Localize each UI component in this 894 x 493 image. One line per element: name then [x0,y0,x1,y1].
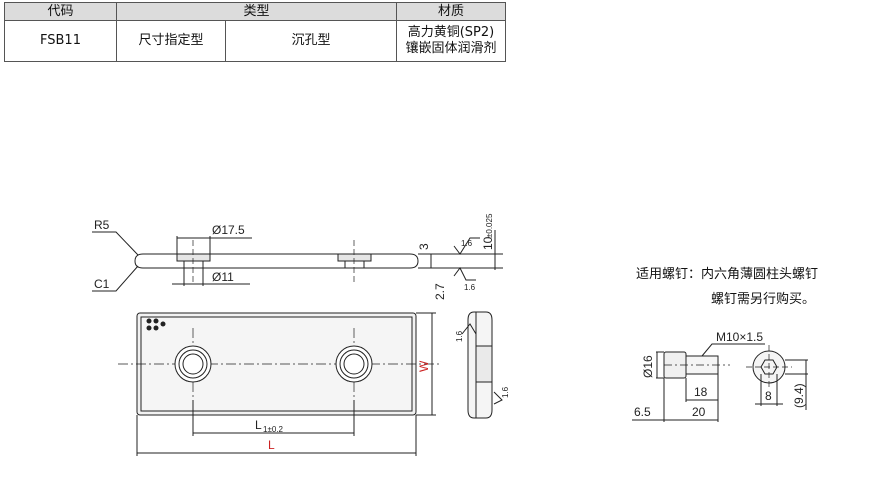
label-total-len: 20 [692,405,706,419]
cell-type-counterbore: 沉孔型 [225,20,397,62]
label-thread: M10×1.5 [716,330,763,344]
label-c1: C1 [94,277,110,291]
label-thread-len: 18 [694,385,708,399]
label-roughness-bottom: 1.6 [464,283,476,292]
cell-material: 高力黄铜(SP2) 镶嵌固体润滑剂 [396,20,506,62]
side-view-plate [134,253,419,269]
label-pitch-tol: 1±0.2 [263,425,284,434]
label-roughness-side: 1.6 [455,330,464,342]
label-dim-27: 2.7 [433,283,447,300]
label-dia-head: Ø16 [641,355,655,378]
label-hex: 8 [765,389,772,403]
material-line1: 高力黄铜(SP2) [407,25,495,40]
screw-note-line1: 适用螺钉：内六角薄圆柱头螺钉 [636,267,819,282]
side-counterbore-right [337,253,372,262]
side-hole-right [344,260,365,269]
spec-table: 代码 类型 材质 FSB11 尺寸指定型 沉孔型 高力黄铜(SP2) 镶嵌固体润… [4,2,506,62]
cell-type-size: 尺寸指定型 [116,20,226,62]
label-dia-counterbore: Ø17.5 [212,223,245,237]
side-hole-left [183,260,204,269]
r5-leader [92,231,139,256]
c1-leader [92,265,139,292]
label-hex-ref: (9.4) [792,383,806,408]
label-width: W [417,360,431,372]
label-length: L [268,438,275,452]
material-line2: 镶嵌固体润滑剂 [405,41,497,56]
label-thickness-tol: ±0.025 [485,213,494,238]
label-r5: R5 [94,218,110,232]
front-hole-right [335,345,373,383]
roughness-mark-bottom [453,267,476,281]
header-type: 类型 [116,2,397,21]
screw-note-line2: 螺钉需另行购买。 [711,292,816,307]
label-dim-3: 3 [417,243,431,250]
marker-dots [146,318,166,331]
roughness-mark-top [453,237,480,255]
label-roughness-side2: 1.6 [501,386,510,398]
cell-code: FSB11 [4,20,117,62]
label-pitch-l: L [255,418,262,432]
front-hole-left [174,345,212,383]
label-roughness-top: 1.6 [461,239,473,248]
header-code: 代码 [4,2,117,21]
header-material: 材质 [396,2,506,21]
label-dia-hole: Ø11 [212,270,234,284]
side-counterbore-left [176,253,211,262]
label-head-h: 6.5 [634,405,651,419]
label-thickness: 10 [481,236,495,250]
